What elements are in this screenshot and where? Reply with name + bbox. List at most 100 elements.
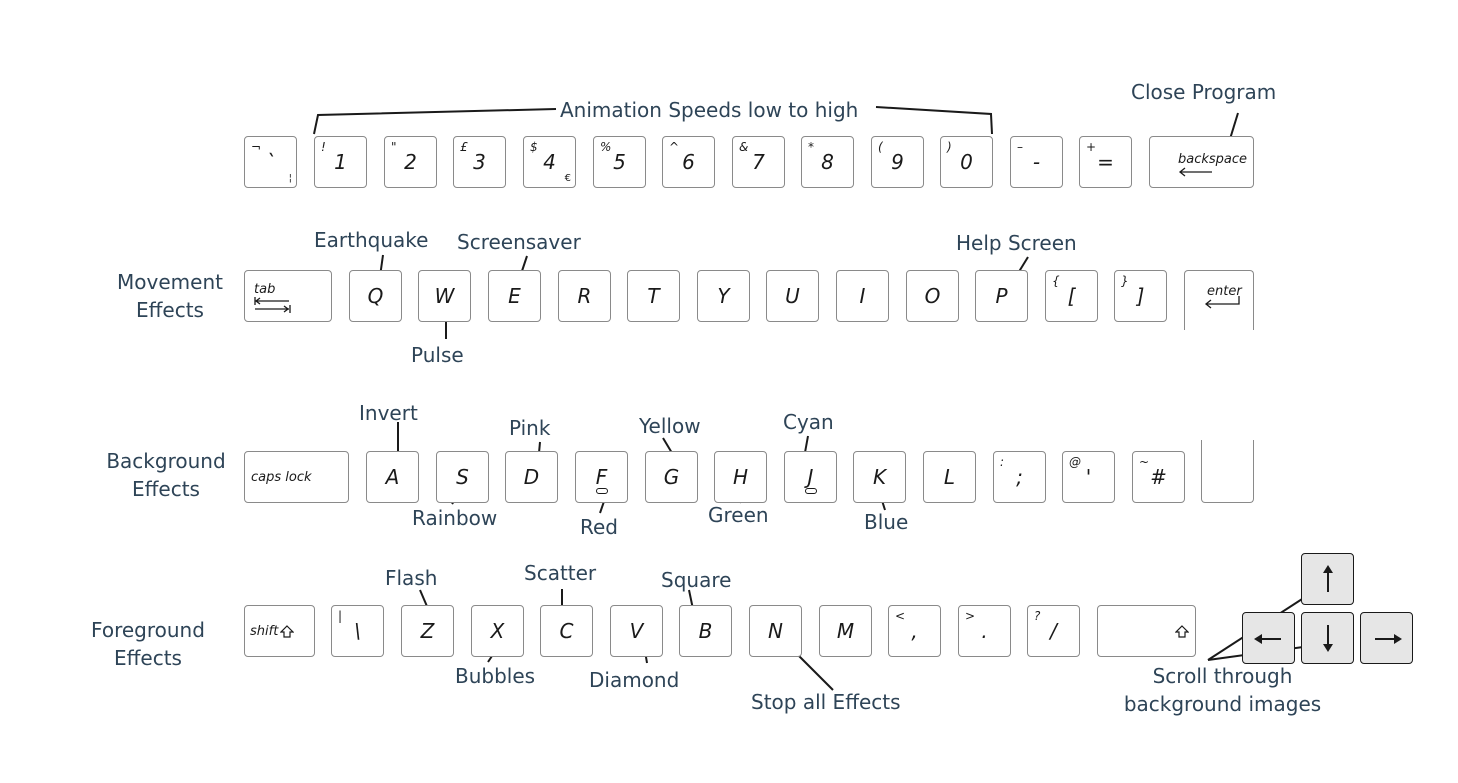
key-equals[interactable]: + = (1079, 136, 1132, 188)
key-tab[interactable]: tab (244, 270, 332, 322)
left-arrow-icon (1254, 634, 1281, 644)
key-8-main: 8 (821, 150, 834, 174)
key-z[interactable]: Z (401, 605, 454, 657)
scroll-label: Scroll through background images (1110, 662, 1335, 718)
key-caps-lock[interactable]: caps lock (244, 451, 349, 503)
movement-effects-label: Movement Effects (100, 268, 240, 324)
key-left-bracket-main: [ (1067, 284, 1076, 308)
key-backtick[interactable]: ¬ ` ¦ (244, 136, 297, 188)
key-m[interactable]: M (819, 605, 872, 657)
key-arrow-up[interactable] (1301, 553, 1354, 605)
key-enter-lower[interactable] (1201, 440, 1254, 503)
key-shift-right[interactable] (1097, 605, 1196, 657)
key-y[interactable]: Y (697, 270, 750, 322)
key-minus[interactable]: – - (1010, 136, 1063, 188)
key-caps-lock-label: caps lock (251, 469, 312, 485)
key-a[interactable]: A (366, 451, 419, 503)
square-label: Square (661, 568, 732, 592)
key-p-main: P (995, 284, 1008, 308)
key-p[interactable]: P (975, 270, 1028, 322)
key-2[interactable]: " 2 (384, 136, 437, 188)
key-n-main: N (768, 619, 783, 643)
key-x[interactable]: X (471, 605, 524, 657)
key-h[interactable]: H (714, 451, 767, 503)
key-l[interactable]: L (923, 451, 976, 503)
key-2-shift: " (391, 140, 397, 154)
key-8[interactable]: * 8 (801, 136, 854, 188)
key-i[interactable]: I (836, 270, 889, 322)
key-comma-shift: < (895, 609, 906, 623)
key-7-shift: & (739, 140, 749, 154)
key-hash[interactable]: ~ # (1132, 451, 1185, 503)
key-z-main: Z (420, 619, 435, 643)
key-backtick-extra: ¦ (288, 173, 292, 184)
key-l-main: L (943, 465, 956, 489)
foreground-effects-line2: Effects (114, 646, 182, 670)
key-period[interactable]: > . (958, 605, 1011, 657)
key-c[interactable]: C (540, 605, 593, 657)
key-apostrophe-shift: @ (1069, 455, 1081, 469)
key-b[interactable]: B (679, 605, 732, 657)
key-0[interactable]: ) 0 (940, 136, 993, 188)
key-backslash-main: \ (354, 619, 361, 643)
key-k[interactable]: K (853, 451, 906, 503)
right-arrow-icon (1375, 634, 1402, 644)
key-g[interactable]: G (645, 451, 698, 503)
key-o[interactable]: O (906, 270, 959, 322)
key-enter[interactable]: enter (1184, 270, 1254, 330)
key-r[interactable]: R (558, 270, 611, 322)
key-enter-label: enter (1207, 284, 1242, 299)
key-semicolon[interactable]: : ; (993, 451, 1046, 503)
key-q[interactable]: Q (349, 270, 402, 322)
key-4-shift: $ (530, 140, 538, 154)
key-arrow-right[interactable] (1360, 612, 1413, 664)
yellow-label: Yellow (639, 414, 701, 438)
backspace-arrow-icon (1178, 167, 1212, 177)
key-f[interactable]: F (575, 451, 628, 503)
pulse-label: Pulse (411, 343, 464, 367)
key-left-bracket[interactable]: { [ (1045, 270, 1098, 322)
key-s[interactable]: S (436, 451, 489, 503)
key-1[interactable]: ! 1 (314, 136, 367, 188)
key-backtick-shift: ¬ (251, 140, 262, 154)
key-n[interactable]: N (749, 605, 802, 657)
key-comma[interactable]: < , (888, 605, 941, 657)
key-4[interactable]: $ 4 € (523, 136, 576, 188)
key-w[interactable]: W (418, 270, 471, 322)
key-4-euro: € (564, 173, 571, 184)
key-7[interactable]: & 7 (732, 136, 785, 188)
key-t-main: T (647, 284, 660, 308)
key-q-main: Q (367, 284, 384, 308)
key-d[interactable]: D (505, 451, 558, 503)
key-period-main: . (981, 619, 988, 643)
key-3[interactable]: £ 3 (453, 136, 506, 188)
key-e[interactable]: E (488, 270, 541, 322)
key-right-bracket[interactable]: } ] (1114, 270, 1167, 322)
key-slash[interactable]: ? / (1027, 605, 1080, 657)
key-k-main: K (872, 465, 887, 489)
key-5[interactable]: % 5 (593, 136, 646, 188)
key-apostrophe[interactable]: @ ' (1062, 451, 1115, 503)
key-hash-main: # (1150, 465, 1167, 489)
key-backslash[interactable]: | \ (331, 605, 384, 657)
close-program-label: Close Program (1131, 80, 1277, 104)
key-0-shift: ) (947, 140, 952, 154)
key-backspace[interactable]: backspace (1149, 136, 1254, 188)
key-g-main: G (663, 465, 680, 489)
key-j[interactable]: J (784, 451, 837, 503)
rainbow-label: Rainbow (412, 506, 498, 530)
key-9[interactable]: ( 9 (871, 136, 924, 188)
key-arrow-left[interactable] (1242, 612, 1295, 664)
key-arrow-down[interactable] (1301, 612, 1354, 664)
key-u[interactable]: U (766, 270, 819, 322)
key-t[interactable]: T (627, 270, 680, 322)
key-shift-left[interactable]: shift (244, 605, 315, 657)
key-v[interactable]: V (610, 605, 663, 657)
blue-label: Blue (864, 510, 909, 534)
shift-icon (280, 625, 294, 638)
key-period-shift: > (965, 609, 976, 623)
key-3-main: 3 (473, 150, 486, 174)
key-6[interactable]: ^ 6 (662, 136, 715, 188)
key-5-main: 5 (613, 150, 626, 174)
bubbles-label: Bubbles (455, 664, 536, 688)
